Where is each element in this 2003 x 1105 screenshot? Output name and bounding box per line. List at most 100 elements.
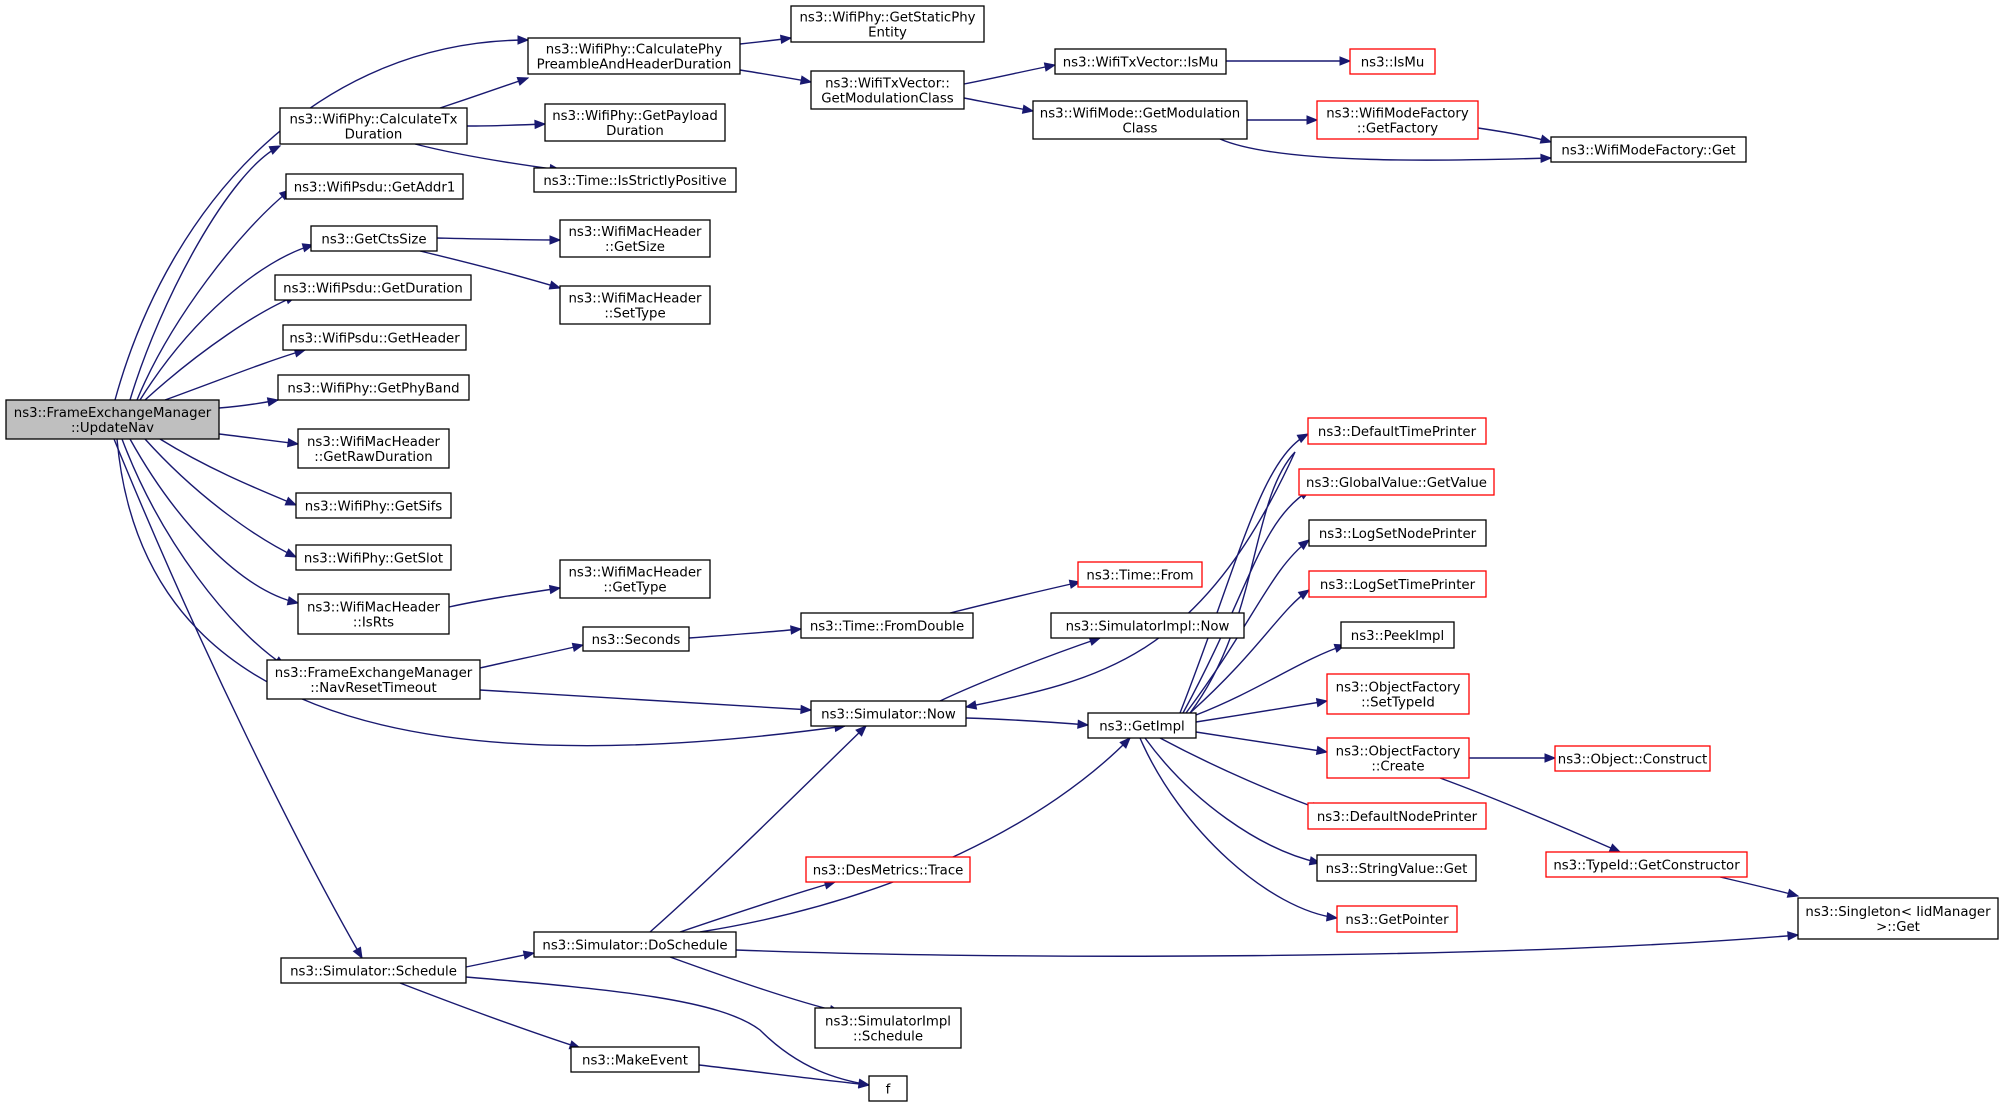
node-global-get-value[interactable]: ns3::GlobalValue::GetValue: [1298, 468, 1495, 496]
edge-line: [399, 982, 581, 1049]
node-box: [1054, 48, 1227, 75]
edge-arrowhead: [284, 496, 298, 506]
edge-line: [1182, 489, 1311, 714]
node-box: [297, 593, 450, 635]
node-label: ns3::LogSetTimePrinter: [1320, 578, 1476, 593]
edge-arrowhead: [268, 145, 282, 155]
node-box: [1550, 136, 1747, 163]
edge-modeGetMod-to-modeFactGet: [1219, 138, 1553, 164]
node-make-event[interactable]: ns3::MakeEvent: [570, 1046, 700, 1073]
node-box: [280, 957, 467, 984]
node-nav-reset[interactable]: ns3::FrameExchangeManager::NavResetTimeo…: [266, 659, 481, 700]
edge-root-to-simNow: [116, 438, 847, 747]
node-label: ns3::WifiMacHeader: [568, 566, 702, 581]
edge-line: [129, 438, 299, 604]
edge-line: [465, 976, 870, 1086]
edge-arrowhead: [790, 625, 803, 635]
node-do-schedule[interactable]: ns3::Simulator::DoSchedule: [533, 931, 737, 958]
node-mac-set-type[interactable]: ns3::WifiMacHeader::SetType: [559, 285, 711, 325]
node-log-node-printer[interactable]: ns3::LogSetNodePrinter: [1308, 519, 1487, 547]
node-mode-fact-get[interactable]: ns3::WifiModeFactory::Get: [1550, 136, 1747, 163]
node-box: [527, 37, 741, 75]
node-schedule[interactable]: ns3::Simulator::Schedule: [280, 957, 467, 984]
node-label: ns3::WifiTxVector::: [825, 77, 950, 92]
node-impl-now[interactable]: ns3::SimulatorImpl::Now: [1050, 612, 1245, 639]
node-is-rts[interactable]: ns3::WifiMacHeader::IsRts: [297, 593, 450, 635]
node-is-mu[interactable]: ns3::IsMu: [1349, 48, 1436, 75]
node-label: ns3::WifiPhy::GetSlot: [304, 552, 443, 567]
edge-arrowhead: [855, 725, 867, 737]
node-root[interactable]: ns3::FrameExchangeManager::UpdateNav: [5, 399, 220, 440]
node-box: [1307, 802, 1487, 830]
node-f[interactable]: f: [868, 1075, 908, 1102]
node-psdu-addr1[interactable]: ns3::WifiPsdu::GetAddr1: [285, 173, 464, 200]
node-sim-now[interactable]: ns3::Simulator::Now: [810, 700, 967, 727]
node-seconds[interactable]: ns3::Seconds: [582, 626, 690, 652]
node-des-trace[interactable]: ns3::DesMetrics::Trace: [805, 856, 971, 883]
node-mac-get-size[interactable]: ns3::WifiMacHeader::GetSize: [559, 219, 711, 258]
edge-root-to-phyBand: [218, 397, 280, 409]
node-singleton-get[interactable]: ns3::Singleton< IidManager>::Get: [1797, 897, 1999, 940]
node-impl-schedule[interactable]: ns3::SimulatorImpl::Schedule: [814, 1007, 962, 1049]
node-label: Duration: [606, 124, 664, 139]
node-box: [1336, 905, 1458, 933]
node-mode-get-mod[interactable]: ns3::WifiMode::GetModulationClass: [1032, 100, 1248, 140]
edge-line: [698, 1064, 870, 1086]
edge-arrowhead: [1787, 931, 1800, 941]
edge-line: [448, 587, 561, 608]
node-peek-impl[interactable]: ns3::PeekImpl: [1340, 621, 1455, 649]
edge-line: [129, 145, 281, 401]
node-get-mod-class-tx[interactable]: ns3::WifiTxVector::GetModulationClass: [810, 70, 965, 110]
node-label: ::NavResetTimeout: [310, 681, 436, 696]
edge-arrowhead: [1021, 104, 1035, 114]
edge-line: [939, 637, 1101, 702]
node-obj-construct[interactable]: ns3::Object::Construct: [1554, 745, 1711, 772]
node-get-impl[interactable]: ns3::GetImpl: [1087, 712, 1197, 739]
node-def-node-printer[interactable]: ns3::DefaultNodePrinter: [1307, 802, 1487, 830]
node-def-time-printer[interactable]: ns3::DefaultTimePrinter: [1307, 417, 1487, 445]
node-label: Entity: [868, 26, 907, 41]
node-label: PreambleAndHeaderDuration: [537, 58, 732, 73]
node-raw-duration[interactable]: ns3::WifiMacHeader::GetRawDuration: [297, 428, 450, 469]
node-label: ::GetType: [603, 581, 666, 596]
edge-arrowhead: [799, 75, 813, 85]
node-get-constructor[interactable]: ns3::TypeId::GetConstructor: [1545, 851, 1748, 878]
edge-root-to-psduAddr1: [136, 189, 292, 401]
node-of-set-type-id[interactable]: ns3::ObjectFactory::SetTypeId: [1326, 673, 1470, 715]
node-label: ::GetFactory: [1357, 122, 1438, 137]
edge-modeGetMod-to-modeFactGetFactory: [1247, 115, 1319, 125]
edge-arrowhead: [1068, 579, 1082, 589]
node-time-from[interactable]: ns3::Time::From: [1077, 561, 1203, 588]
node-tx-is-mu[interactable]: ns3::WifiTxVector::IsMu: [1054, 48, 1227, 75]
edge-line: [669, 956, 841, 1013]
edge-line: [113, 438, 363, 959]
edge-line: [965, 451, 1296, 714]
node-psdu-duration[interactable]: ns3::WifiPsdu::GetDuration: [274, 274, 472, 301]
node-sifs[interactable]: ns3::WifiPhy::GetSifs: [295, 492, 452, 519]
node-mac-get-type[interactable]: ns3::WifiMacHeader::GetType: [559, 559, 711, 599]
node-log-time-printer[interactable]: ns3::LogSetTimePrinter: [1308, 570, 1487, 598]
edge-arrowhead: [549, 235, 562, 245]
node-of-create[interactable]: ns3::ObjectFactory::Create: [1326, 737, 1470, 779]
edge-root-to-psduDuration: [144, 295, 298, 401]
node-strictly-pos[interactable]: ns3::Time::IsStrictlyPositive: [533, 167, 737, 193]
node-str-value-get[interactable]: ns3::StringValue::Get: [1316, 854, 1477, 882]
node-cts-size[interactable]: ns3::GetCtsSize: [310, 225, 438, 252]
node-from-double[interactable]: ns3::Time::FromDouble: [800, 612, 974, 639]
node-label: ns3::WifiPhy::GetPhyBand: [287, 382, 459, 397]
function-nodes: ns3::FrameExchangeManager::UpdateNavns3:…: [5, 5, 1999, 1102]
edge-arrowhead: [1540, 153, 1553, 164]
node-phy-band[interactable]: ns3::WifiPhy::GetPhyBand: [277, 374, 470, 401]
node-label: ns3::WifiPsdu::GetDuration: [283, 282, 463, 297]
edge-line: [735, 934, 1799, 957]
node-slot[interactable]: ns3::WifiPhy::GetSlot: [295, 544, 452, 571]
node-mode-fact-get-factory[interactable]: ns3::WifiModeFactory::GetFactory: [1316, 100, 1479, 140]
node-get-pointer[interactable]: ns3::GetPointer: [1336, 905, 1458, 933]
node-label: ns3::GlobalValue::GetValue: [1306, 476, 1487, 491]
node-calc-preamble[interactable]: ns3::WifiPhy::CalculatePhyPreambleAndHea…: [527, 37, 741, 75]
node-psdu-header[interactable]: ns3::WifiPsdu::GetHeader: [282, 324, 467, 351]
edge-arrowhead: [1539, 134, 1553, 144]
